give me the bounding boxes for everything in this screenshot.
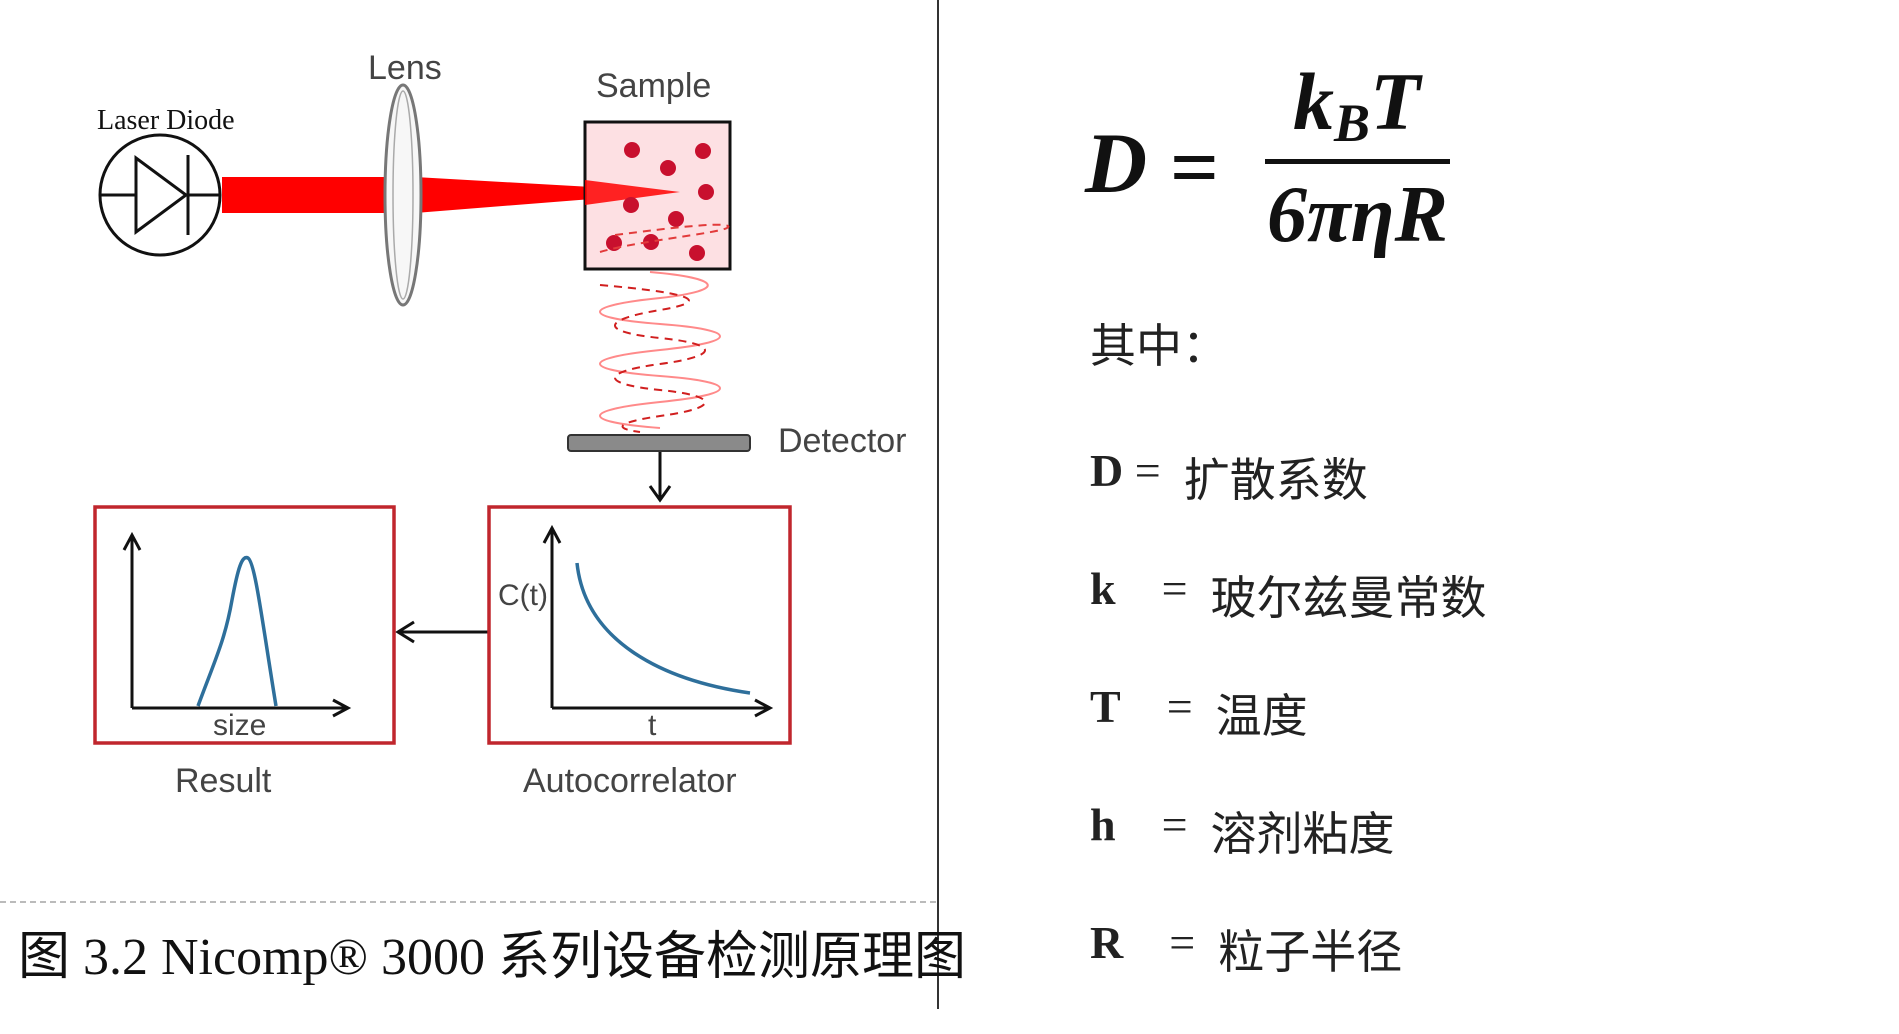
definition-text: 溶剂粘度	[1210, 809, 1395, 860]
definition-row: h = 溶剂粘度	[1090, 798, 1487, 916]
figure-caption: 图 3.2 Nicomp® 3000 系列设备检测原理图	[18, 929, 967, 986]
scattered-light	[599, 223, 730, 433]
formula-lhs: D	[1085, 115, 1148, 211]
result-box	[93, 505, 396, 745]
laser-beam	[222, 177, 390, 213]
definition-symbol: R	[1090, 917, 1124, 968]
lens-label: Lens	[368, 49, 442, 87]
t-axis-label: t	[648, 709, 657, 742]
formula-equals: =	[1170, 119, 1220, 215]
arrow-detector-to-autocorrelator	[648, 452, 672, 503]
definition-text: 扩散系数	[1183, 455, 1368, 506]
lens-icon	[383, 83, 423, 307]
size-axis-label: size	[213, 709, 266, 742]
definition-text: 玻尔兹曼常数	[1210, 573, 1487, 624]
formula-t: T	[1370, 56, 1421, 147]
fraction-bar	[1265, 159, 1450, 164]
arrow-autocorrelator-to-result	[395, 620, 488, 644]
correlation-decay-curve	[575, 562, 751, 695]
definitions-intro: 其中：	[1090, 321, 1228, 372]
definition-row: R = 粒子半径	[1090, 916, 1487, 1034]
autocorrelator-axes	[542, 524, 774, 718]
sample-particles	[606, 142, 714, 261]
laser-diode-label: Laser Diode	[97, 105, 235, 136]
formula-k: k	[1293, 56, 1334, 147]
definition-equals: =	[1115, 799, 1211, 850]
beam-in-sample	[585, 180, 680, 205]
sample-label: Sample	[596, 67, 711, 105]
autocorrelator-label: Autocorrelator	[523, 762, 737, 800]
definition-symbol: D	[1090, 445, 1124, 496]
definition-symbol: h	[1090, 799, 1116, 850]
definition-equals: =	[1120, 681, 1216, 732]
detector-label: Detector	[778, 422, 907, 460]
lens-inner	[392, 90, 414, 300]
formula-sub-b: B	[1334, 93, 1371, 153]
formula-numerator: kBT	[1293, 55, 1420, 154]
definition-symbol: k	[1090, 563, 1116, 614]
definition-row: T = 温度	[1090, 680, 1487, 798]
definition-equals: =	[1115, 563, 1211, 614]
definition-equals: =	[1123, 445, 1184, 496]
variable-definitions: 其中： D = 扩散系数 k = 玻尔兹曼常数 T = 温度 h = 溶剂粘度 …	[1090, 310, 1487, 1034]
definition-row: D = 扩散系数	[1090, 444, 1487, 562]
detector-bar	[567, 434, 751, 452]
definition-text: 粒子半径	[1218, 927, 1403, 978]
result-label: Result	[175, 762, 272, 800]
size-distribution-curve	[196, 555, 278, 707]
definition-text: 温度	[1215, 691, 1308, 742]
autocorrelator-box	[487, 505, 792, 745]
definition-row: k = 玻尔兹曼常数	[1090, 562, 1487, 680]
result-axes	[122, 531, 352, 718]
laser-diode-icon	[98, 133, 222, 257]
focused-beam	[415, 177, 680, 213]
definition-equals: =	[1123, 917, 1219, 968]
formula-denominator: 6πηR	[1267, 171, 1448, 259]
ct-axis-label: C(t)	[498, 579, 548, 612]
definition-symbol: T	[1090, 681, 1121, 732]
diffusion-formula: D = kBT 6πηR	[1075, 55, 1495, 265]
dls-schematic: Laser Diode Lens Sample Detector Result …	[0, 0, 939, 1009]
